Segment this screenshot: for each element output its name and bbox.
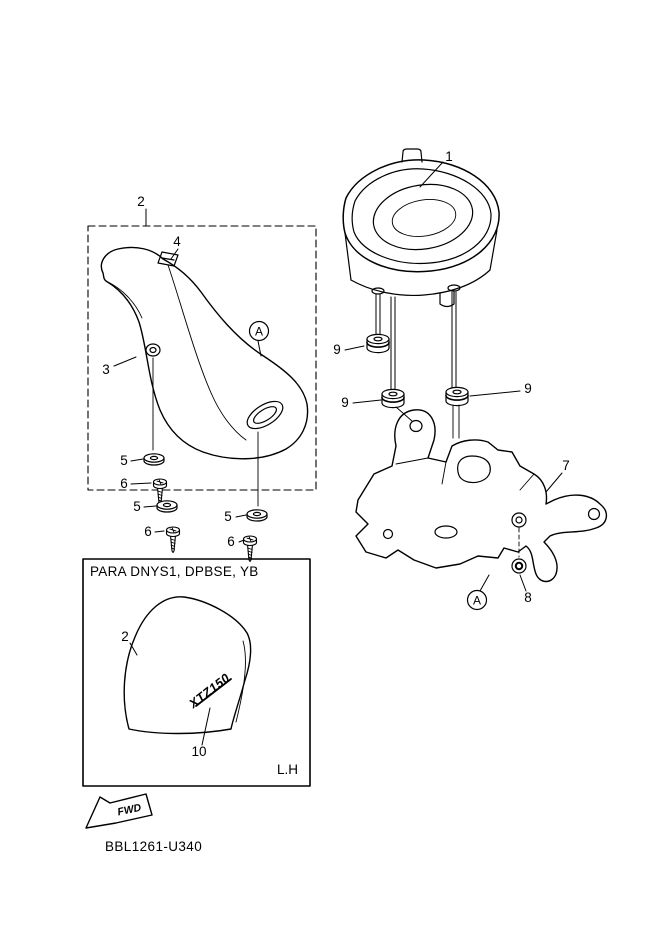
meter-boss-left [371, 287, 385, 295]
screw-drawing-2 [165, 526, 181, 554]
decal-swoosh [195, 678, 232, 707]
callout-5a: 5 [120, 453, 128, 468]
inset-leader-10 [201, 707, 211, 746]
meter-stud-middle [390, 296, 396, 391]
ref-marker-a-top-letter: A [255, 325, 263, 339]
inset-leader-2 [129, 642, 138, 656]
meter-bracket-drawing [355, 409, 607, 583]
cover-ear-hole [145, 343, 161, 357]
callout-3: 3 [102, 362, 110, 377]
fwd-arrow: FWD [85, 793, 153, 829]
callout-1: 1 [445, 149, 453, 164]
callout-9b: 9 [341, 395, 349, 410]
grommet-axis-lines [395, 404, 460, 439]
ref-marker-a-top: A [248, 320, 270, 342]
meter-dial-face [391, 199, 457, 237]
callout-4: 4 [173, 234, 181, 249]
meter-inner-rim [351, 168, 492, 265]
decal-graphic: XTZ150 [186, 671, 233, 712]
grommet-drawing-3 [445, 386, 469, 407]
meter-left-wall [344, 232, 352, 281]
meter-cover-drawing [100, 246, 309, 507]
nut-drawing [511, 558, 527, 574]
inset-callout-10: 10 [191, 744, 206, 759]
inset-panel-drawing [123, 596, 252, 735]
grommet-drawing-2 [381, 388, 405, 409]
subassembly-dashed-box [87, 225, 317, 491]
screw-drawing-3 [242, 535, 258, 563]
bracket-hole-right-inner [515, 516, 523, 524]
bracket-arm-hole [587, 507, 601, 521]
ref-marker-a-bottom-letter: A [473, 594, 481, 608]
cover-ear-hole-inner [149, 346, 157, 354]
bracket-hole-small [382, 528, 394, 540]
callout-8: 8 [524, 590, 532, 605]
callout-9c: 9 [524, 381, 532, 396]
meter-right-wall [489, 229, 498, 271]
bracket-ear-hole [409, 419, 423, 433]
callout-6c: 6 [227, 534, 235, 549]
cover-beak-line [107, 281, 143, 319]
meter-boss-right [447, 284, 461, 292]
cover-crease-line [167, 264, 247, 441]
cover-slot-inner [252, 406, 278, 424]
callout-9a: 9 [333, 342, 341, 357]
grommet-drawing-1 [366, 333, 390, 354]
callout-5c: 5 [224, 509, 232, 524]
washer-drawing-3 [246, 509, 268, 522]
fwd-label: FWD [116, 802, 142, 819]
meter-housing-outline [342, 159, 500, 273]
leader-lines [113, 161, 563, 592]
ref-marker-a-bottom: A [466, 589, 488, 611]
meter-stud-left [375, 293, 381, 336]
variant-inset-box: PARA DNYS1, DPBSE, YB XTZ150 2 10 L.H [82, 558, 311, 787]
damper-plate-drawing [157, 251, 179, 267]
meter-top-cap [401, 148, 423, 163]
inset-panel-edge-line [235, 640, 246, 723]
cover-slot [246, 400, 284, 430]
meter-stud-right [451, 291, 457, 389]
bracket-hole-right [511, 512, 527, 528]
decal-text: XTZ150 [186, 671, 233, 712]
meter-assembly-drawing [342, 148, 500, 391]
callout-6b: 6 [144, 524, 152, 539]
washer-drawing-1 [143, 453, 165, 466]
callout-6a: 6 [120, 476, 128, 491]
callout-2: 2 [137, 194, 145, 209]
callout-5b: 5 [133, 499, 141, 514]
bracket-slot [434, 525, 458, 539]
callout-7: 7 [562, 458, 570, 473]
washer-drawing-2 [156, 500, 178, 513]
side-indicator-label: L.H [277, 762, 298, 777]
meter-bottom-wall [350, 269, 491, 297]
bracket-outline [355, 409, 607, 583]
bracket-opening [457, 455, 491, 484]
inset-callout-2: 2 [121, 629, 129, 644]
bracket-fold-lines [395, 441, 535, 491]
cover-outline [100, 246, 309, 460]
meter-lens [372, 183, 474, 251]
inset-title: PARA DNYS1, DPBSE, YB [90, 564, 259, 579]
drawing-code: BBL1261-U340 [105, 839, 202, 854]
meter-connector [439, 291, 455, 308]
